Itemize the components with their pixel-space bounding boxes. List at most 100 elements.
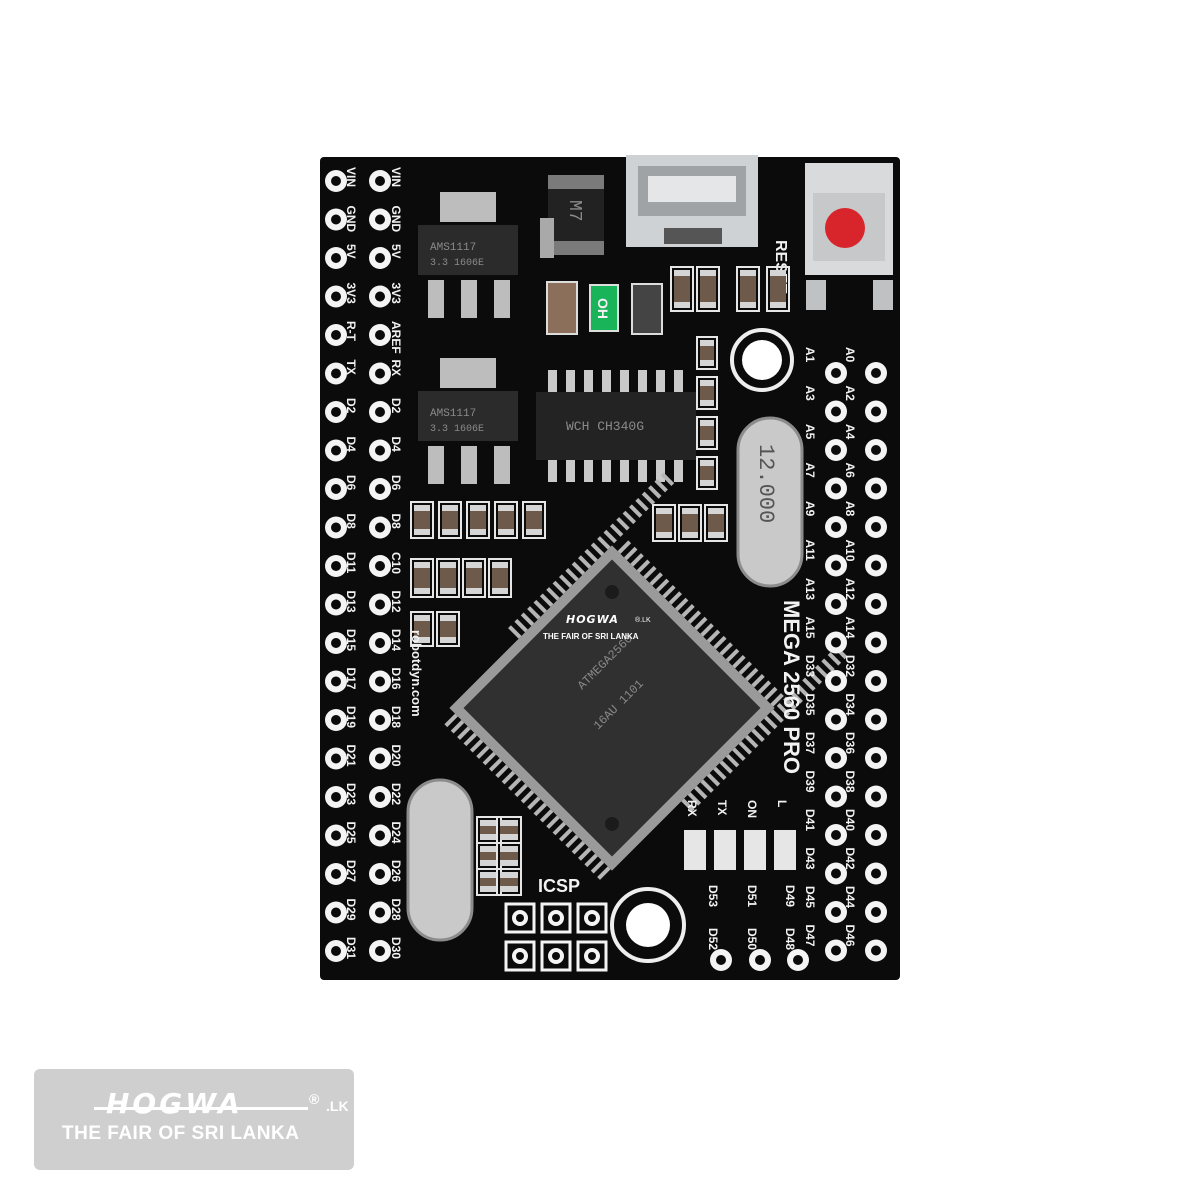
smd-components <box>410 266 790 896</box>
left-inner-pin <box>369 709 391 731</box>
right-inner-pin-label: D47 <box>803 925 817 947</box>
right-inner-pin <box>825 824 847 846</box>
usb-chip-pin <box>638 370 647 392</box>
right-outer-pin <box>865 362 887 384</box>
left-outer-pin <box>325 901 347 924</box>
left-outer-pin-label: D6 <box>344 475 358 491</box>
left-inner-pin-label: 3V3 <box>389 283 403 305</box>
regulator-bottom-sublabel: 3.3 1606E <box>430 424 484 435</box>
right-outer-pin-label: D44 <box>843 886 857 908</box>
left-inner-pin <box>369 401 391 423</box>
website-label: robotdyn.com <box>409 630 424 717</box>
right-outer-pin-label: A8 <box>843 501 857 517</box>
smd-part <box>410 558 434 598</box>
right-inner-pin-label: A15 <box>803 617 817 639</box>
icsp-label: ICSP <box>538 876 580 896</box>
smd-part <box>696 266 720 312</box>
usb-chip-pin <box>638 460 647 482</box>
crystal-main: 12.000 <box>736 416 804 588</box>
smd-part <box>496 816 522 844</box>
left-inner-pin-label: C10 <box>389 552 403 574</box>
smd-part <box>462 558 486 598</box>
bottom-pin-label: D50 <box>745 928 759 950</box>
smd-part <box>438 501 462 539</box>
left-inner-pin <box>369 863 391 885</box>
voltage-regulator-bottom: AMS1117 3.3 1606E <box>418 358 518 484</box>
left-inner-pin-label: D30 <box>389 937 403 959</box>
watermark-badge: HOGWA ® .LK THE FAIR OF SRI LANKA <box>34 1069 354 1170</box>
left-inner-pin-label: D6 <box>389 475 403 491</box>
usb-chip-pin <box>620 370 629 392</box>
right-inner-pin-label: D37 <box>803 732 817 754</box>
left-outer-pin-label: D19 <box>344 706 358 728</box>
right-inner-pin <box>825 554 847 577</box>
left-outer-pin-label: D11 <box>344 552 358 574</box>
right-inner-pin <box>825 939 847 962</box>
smd-part <box>652 504 676 542</box>
usb-chip-pin <box>656 370 665 392</box>
right-outer-pin <box>865 516 887 538</box>
left-outer-pin <box>325 439 347 462</box>
mcu-pins <box>444 472 848 880</box>
right-inner-pin <box>825 708 847 731</box>
left-inner-pin <box>369 786 391 808</box>
left-outer-pin <box>325 401 347 423</box>
left-outer-pin-label: D25 <box>344 822 358 844</box>
right-inner-pin-label: D43 <box>803 848 817 870</box>
left-outer-pin-label: D31 <box>344 937 358 959</box>
left-inner-pin-label: D28 <box>389 899 403 921</box>
left-inner-pin <box>369 824 391 847</box>
right-outer-pin-label: A10 <box>843 540 857 562</box>
watermark-underline <box>94 1107 308 1110</box>
bottom-pin <box>749 949 771 971</box>
left-outer-pin-label: D27 <box>344 860 358 882</box>
smd-part <box>494 501 518 539</box>
usb-chip-pin <box>674 460 683 482</box>
right-inner-pin-label: D45 <box>803 886 817 908</box>
regulator-bottom-label: AMS1117 <box>430 408 476 420</box>
left-inner-pin-label: D24 <box>389 822 403 844</box>
right-outer-pin-label: A0 <box>843 347 857 363</box>
smd-part <box>670 266 694 312</box>
left-outer-pin-label: TX <box>344 360 358 375</box>
right-outer-pin-label: A14 <box>843 617 857 639</box>
smd-part <box>496 842 522 870</box>
smd-part <box>696 376 718 410</box>
smd-part <box>410 501 434 539</box>
left-outer-pin-label: R-T <box>344 321 358 342</box>
left-outer-pin-label: D4 <box>344 437 358 453</box>
left-inner-pin <box>369 593 391 616</box>
right-outer-pin <box>865 901 887 923</box>
watermark-brand: HOGWA <box>106 1087 243 1120</box>
right-inner-pin <box>825 593 847 615</box>
left-inner-pin <box>369 285 391 308</box>
left-outer-pin <box>325 632 347 654</box>
left-inner-pin <box>369 247 391 269</box>
icsp-pin <box>540 902 572 934</box>
right-outer-pin-label: A2 <box>843 386 857 402</box>
left-inner-pin-label: 5V <box>389 244 403 259</box>
watermark-tagline: THE FAIR OF SRI LANKA <box>62 1123 300 1144</box>
led-label: ON <box>745 800 759 818</box>
left-inner-pin <box>369 670 391 693</box>
right-inner-pin <box>825 747 847 769</box>
smd-part <box>696 456 718 490</box>
right-outer-pin <box>865 554 887 577</box>
usb-chip-pin <box>602 460 611 482</box>
right-outer-pin <box>865 747 887 769</box>
right-inner-pin-label: D35 <box>803 694 817 716</box>
right-outer-pin <box>865 400 887 423</box>
bottom-pin <box>787 949 809 971</box>
icsp-pin <box>576 940 608 972</box>
status-leds-top: OH <box>540 218 663 335</box>
left-outer-pin <box>325 247 347 269</box>
left-inner-pin <box>369 439 391 462</box>
right-inner-pin-label: A9 <box>803 501 817 517</box>
icsp-pin <box>504 902 536 934</box>
left-inner-pin <box>369 747 391 770</box>
usb-chip-pin <box>584 460 593 482</box>
left-outer-pin <box>325 478 347 500</box>
smd-part <box>696 336 718 370</box>
